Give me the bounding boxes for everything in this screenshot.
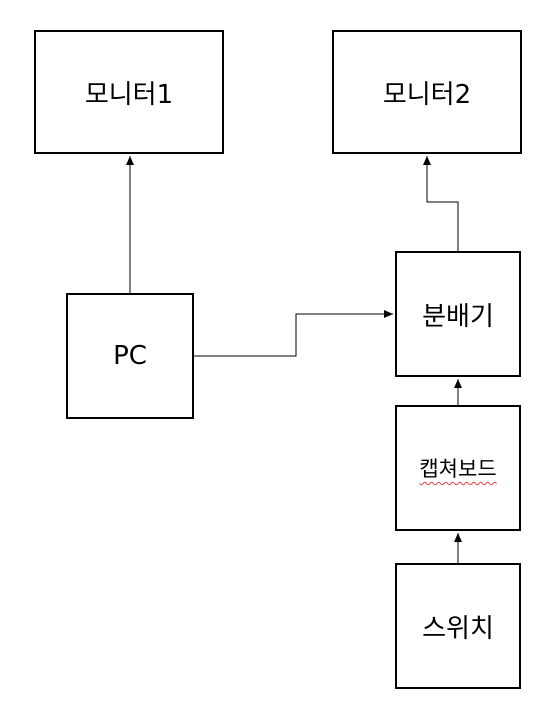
- arrow-splitter-to-monitor2: [423, 156, 459, 251]
- monitor2-label: 모니터2: [382, 79, 472, 110]
- pc-box[interactable]: PC: [66, 293, 194, 419]
- pc-label: PC: [113, 341, 147, 371]
- switch-label: 스위치: [422, 613, 494, 644]
- switch-box[interactable]: 스위치: [395, 563, 521, 689]
- monitor2-box[interactable]: 모니터2: [332, 30, 522, 154]
- splitter-label: 분배기: [422, 301, 494, 332]
- monitor1-label: 모니터1: [84, 79, 174, 110]
- capture-board-box[interactable]: 캡쳐보드: [395, 405, 521, 531]
- arrow-pc-to-splitter: [194, 310, 393, 357]
- splitter-box[interactable]: 분배기: [395, 251, 521, 377]
- monitor1-box[interactable]: 모니터1: [34, 30, 224, 154]
- capture-board-label: 캡쳐보드: [419, 457, 497, 481]
